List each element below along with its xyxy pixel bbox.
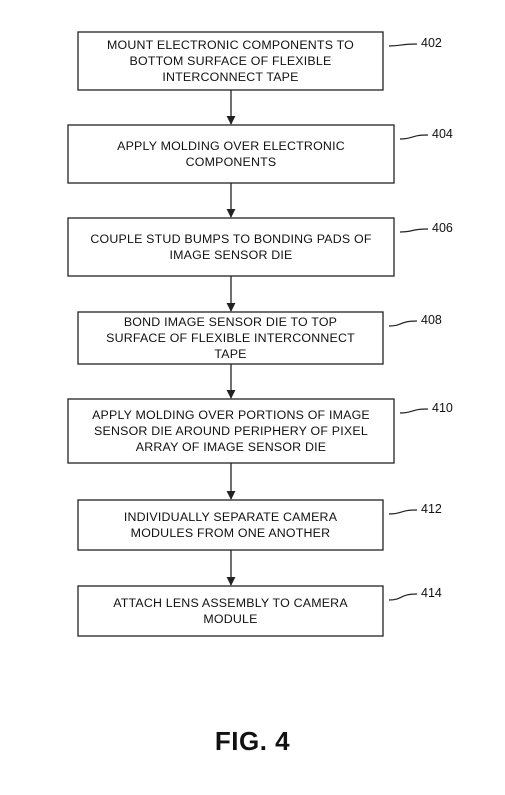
leader-line-402 (388, 43, 418, 47)
step-box-410 (67, 398, 395, 464)
ref-label-408: 408 (421, 313, 442, 327)
ref-label-412: 412 (421, 502, 442, 516)
ref-label-410: 410 (432, 401, 453, 415)
step-box-406 (67, 217, 395, 277)
leader-line-412 (388, 509, 418, 515)
ref-label-404: 404 (432, 127, 453, 141)
leader-line-406 (399, 228, 429, 233)
step-text-412: INDIVIDUALLY SEPARATE CAMERA MODULES FRO… (123, 510, 338, 540)
step-text-402: MOUNT ELECTRONIC COMPONENTS TO BOTTOM SU… (107, 38, 354, 84)
step-text-406: COUPLE STUD BUMPS TO BONDING PADS OF IMA… (90, 232, 372, 262)
step-box-412 (77, 499, 384, 551)
step-box-402 (77, 31, 384, 91)
step-text-408: BOND IMAGE SENSOR DIE TO TOP SURFACE OF … (106, 315, 355, 361)
ref-label-414: 414 (421, 586, 442, 600)
step-box-404 (67, 124, 395, 184)
leader-line-408 (388, 320, 418, 327)
figure-title: FIG. 4 (214, 726, 291, 756)
step-box-414 (77, 585, 384, 637)
step-text-404: APPLY MOLDING OVER ELECTRONIC COMPONENTS (117, 139, 345, 169)
ref-label-402: 402 (421, 36, 442, 50)
leader-line-410 (399, 408, 429, 414)
step-text-414: ATTACH LENS ASSEMBLY TO CAMERA MODULE (113, 596, 348, 626)
ref-label-406: 406 (432, 221, 453, 235)
step-text-410: APPLY MOLDING OVER PORTIONS OF IMAGE SEN… (92, 408, 370, 454)
leader-line-414 (388, 593, 418, 601)
leader-line-404 (399, 134, 429, 140)
